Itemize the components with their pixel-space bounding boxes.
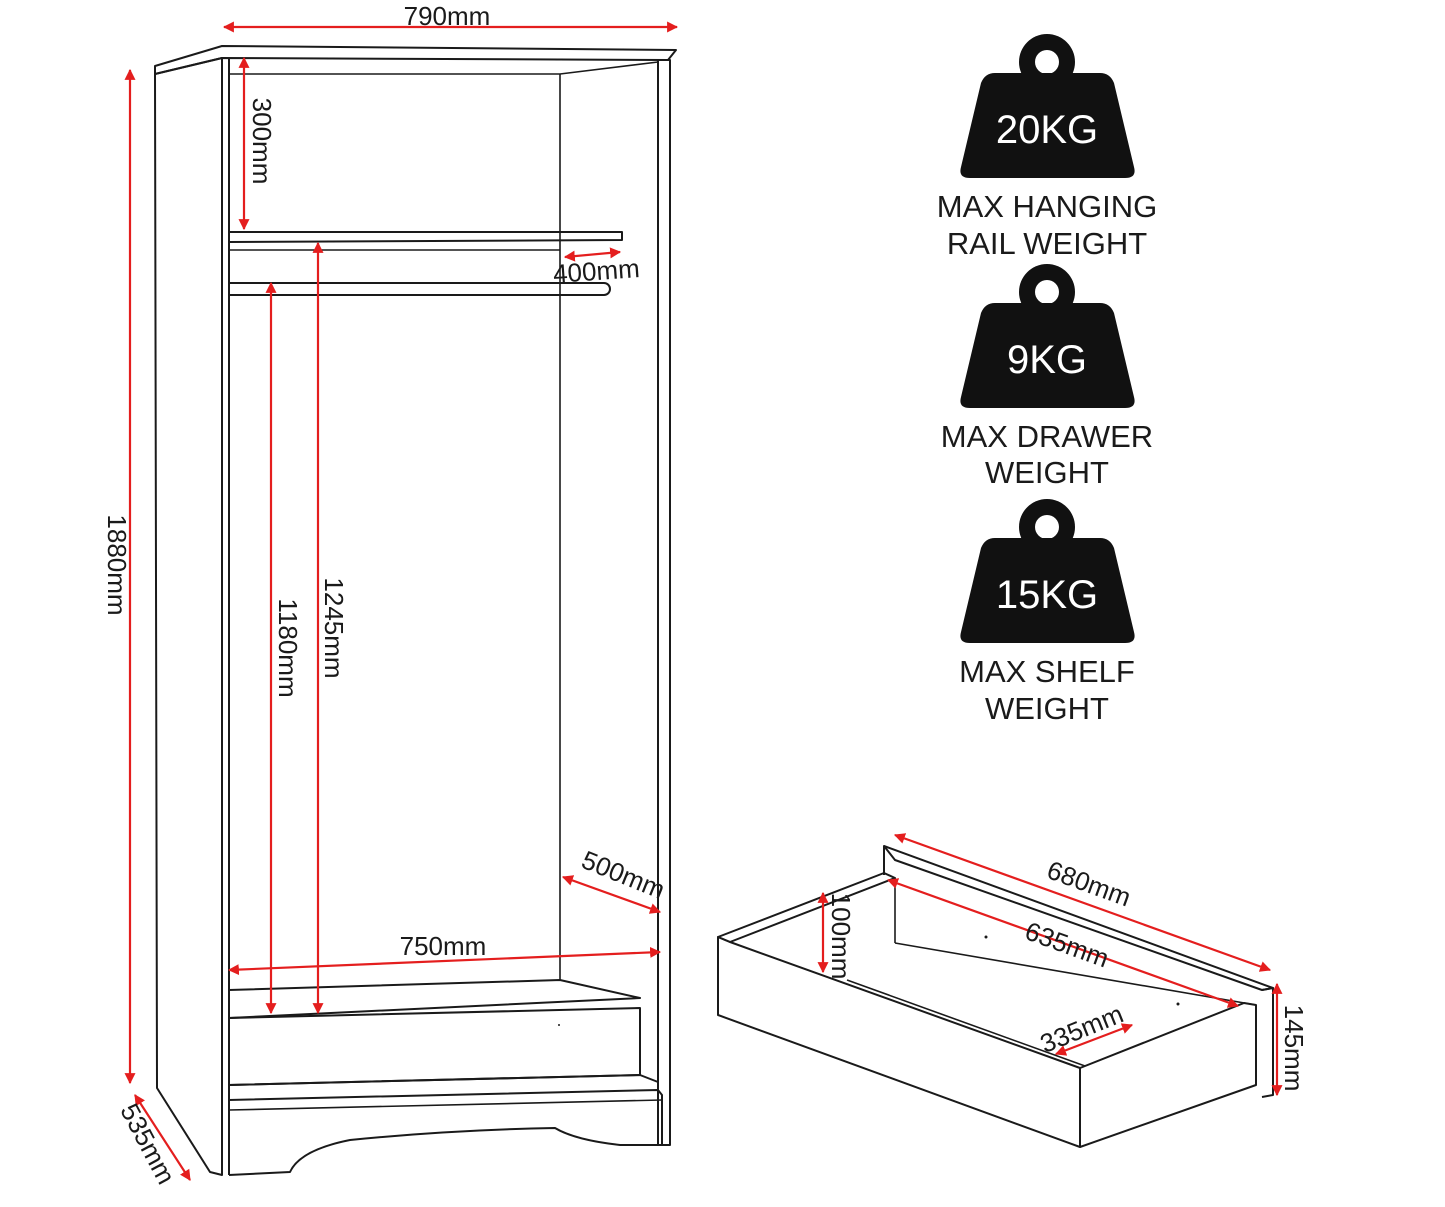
kettlebell-weight-icon: [960, 264, 1135, 408]
wardrobe-right-side: [657, 59, 671, 1146]
dim-internal-depth: 500mm: [578, 845, 670, 905]
dim-internal-width: 750mm: [400, 931, 487, 961]
wardrobe-hanging-rail: [229, 282, 611, 296]
weight-limit-drawer: 9KG MAX DRAWER WEIGHT: [941, 264, 1153, 490]
dim-drawer-inner-depth: 335mm: [1036, 999, 1128, 1059]
weight-caption-shelf-line2: WEIGHT: [985, 691, 1109, 726]
wardrobe-plinth: [228, 1089, 663, 1176]
weight-value-drawer: 9KG: [1007, 338, 1087, 382]
dim-drawer-front-height: 145mm: [1279, 1005, 1309, 1092]
drawer-false-front: [1261, 987, 1274, 1098]
wardrobe-drawing: [154, 45, 677, 1176]
wardrobe-drawer-front: [228, 1007, 641, 1086]
dim-wardrobe-width: 790mm: [404, 1, 491, 31]
wardrobe-left-side: [154, 57, 223, 1176]
weight-limit-rail: 20KG MAX HANGING RAIL WEIGHT: [937, 34, 1157, 261]
weight-caption-drawer-line2: WEIGHT: [985, 455, 1109, 490]
dim-wardrobe-height: 1880mm: [102, 514, 132, 615]
dim-rail-drop: 1180mm: [273, 598, 303, 697]
dim-shelf-to-base: 1245mm: [319, 577, 349, 678]
kettlebell-weight-icon: [960, 34, 1135, 178]
kettlebell-weight-icon: [960, 499, 1135, 643]
dim-rail-depth: 400mm: [552, 253, 641, 289]
weight-caption-shelf-line1: MAX SHELF: [959, 654, 1135, 689]
drawer-left-side: [717, 872, 896, 943]
weight-caption-rail-line2: RAIL WEIGHT: [947, 226, 1147, 261]
wardrobe-dimension-labels: 790mm 1880mm 535mm 300mm 400mm 1180mm 12…: [102, 1, 669, 1189]
weight-caption-rail-line1: MAX HANGING: [937, 189, 1157, 224]
dim-top-shelf-gap: 300mm: [247, 98, 277, 185]
weight-value-shelf: 15KG: [996, 573, 1098, 617]
drawer-dimension-lines: [817, 833, 1283, 1097]
drawer-drawing: [717, 845, 1274, 1148]
weight-limit-shelf: 15KG MAX SHELF WEIGHT: [959, 499, 1135, 726]
wardrobe-dimension-lines: [124, 21, 679, 1181]
wardrobe-shelf: [228, 231, 623, 243]
weight-caption-drawer-line1: MAX DRAWER: [941, 419, 1153, 454]
weight-value-rail: 20KG: [996, 108, 1098, 152]
dim-drawer-inner-height: 100mm: [826, 893, 856, 980]
drawer-front-panel: [717, 936, 1081, 1148]
